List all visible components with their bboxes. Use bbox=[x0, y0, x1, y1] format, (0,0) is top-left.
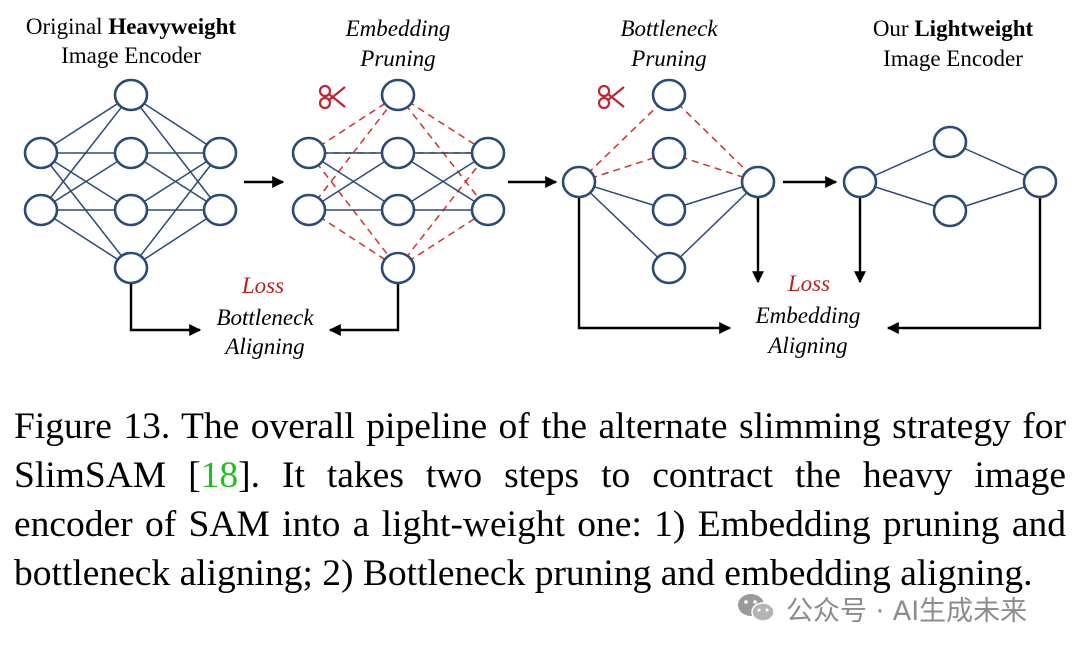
network-node bbox=[380, 251, 416, 285]
network-node bbox=[202, 193, 238, 227]
network-node bbox=[113, 193, 149, 227]
scissors-icon bbox=[318, 84, 346, 110]
network-node bbox=[380, 193, 416, 227]
network-node bbox=[561, 165, 597, 199]
network-node bbox=[23, 193, 59, 227]
loss2-label: Loss bbox=[787, 271, 830, 296]
stage2-network bbox=[291, 78, 506, 285]
network-node bbox=[202, 136, 238, 170]
figure-caption: Figure 13. The overall pipeline of the a… bbox=[14, 402, 1066, 598]
caption-text-end: ]. It takes two steps to contract the he… bbox=[14, 455, 1066, 594]
network-node bbox=[651, 136, 687, 170]
loss-arrow bbox=[886, 198, 1042, 334]
stage1-network bbox=[23, 78, 238, 285]
scissors-icon bbox=[597, 84, 625, 110]
stage3-title-line2: Pruning bbox=[630, 46, 706, 71]
network-node bbox=[932, 125, 968, 159]
network-node bbox=[291, 193, 327, 227]
stage3-network bbox=[561, 78, 776, 285]
loss-arrow bbox=[577, 198, 732, 334]
network-node bbox=[291, 136, 327, 170]
stage4-network bbox=[842, 125, 1058, 228]
citation-link[interactable]: 18 bbox=[200, 455, 239, 496]
stage4-title-line1: Our Lightweight bbox=[873, 16, 1034, 41]
loss1-label: Loss bbox=[241, 273, 284, 298]
loss1-line1: Bottleneck bbox=[216, 305, 314, 330]
network-node bbox=[651, 78, 687, 112]
network-node bbox=[380, 78, 416, 112]
stage1-title-line2: Image Encoder bbox=[61, 43, 201, 68]
wechat-icon bbox=[736, 591, 776, 625]
network-node bbox=[651, 251, 687, 285]
loss-arrow bbox=[328, 284, 400, 336]
loss1-line2: Aligning bbox=[223, 334, 304, 359]
caption-text-start: Figure 13. The overall pipeline of the a… bbox=[14, 406, 1066, 496]
network-node bbox=[651, 193, 687, 227]
loss-arrow bbox=[129, 284, 202, 336]
stage3-title-line1: Bottleneck bbox=[620, 16, 718, 41]
watermark-text: 公众号 · AI生成未来 bbox=[786, 595, 1028, 627]
stage2-title-line2: Pruning bbox=[359, 46, 435, 71]
stage4-title-line2: Image Encoder bbox=[883, 46, 1023, 71]
pipeline-figure: Original Heavyweight Image Encoder Embed… bbox=[23, 14, 1058, 359]
stage2-pruned-edges bbox=[308, 94, 489, 269]
network-node bbox=[932, 194, 968, 228]
network-node bbox=[470, 136, 506, 170]
stage2-title-line1: Embedding bbox=[345, 16, 451, 41]
stage1-edges bbox=[40, 94, 221, 269]
loss2-line2: Aligning bbox=[766, 333, 847, 358]
network-node bbox=[1022, 165, 1058, 199]
network-node bbox=[23, 136, 59, 170]
loss2-line1: Embedding bbox=[755, 303, 861, 328]
network-node bbox=[470, 193, 506, 227]
network-node bbox=[113, 251, 149, 285]
network-node bbox=[113, 78, 149, 112]
network-node bbox=[842, 165, 878, 199]
network-node bbox=[380, 136, 416, 170]
network-node bbox=[113, 136, 149, 170]
network-node bbox=[740, 165, 776, 199]
stage1-title-line1: Original Heavyweight bbox=[26, 14, 237, 39]
watermark: 公众号 · AI生成未来 bbox=[736, 588, 1027, 628]
